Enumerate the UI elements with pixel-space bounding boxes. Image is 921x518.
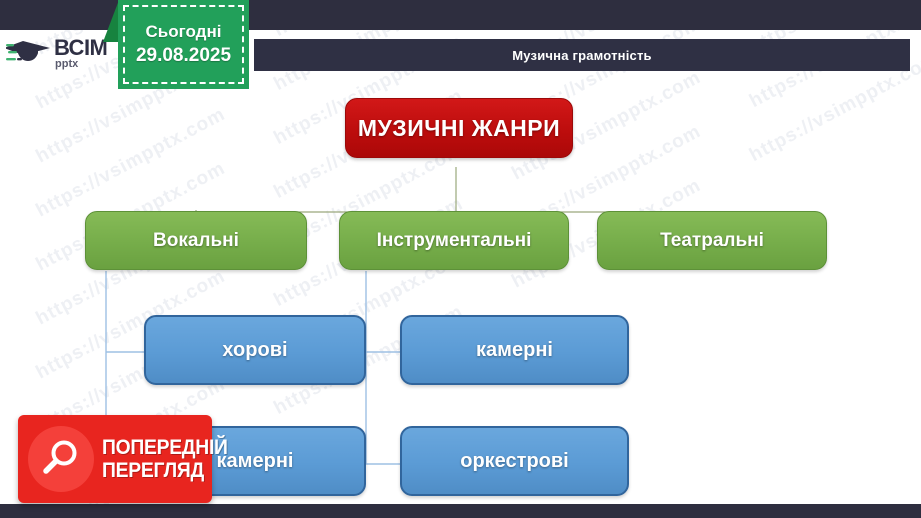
- node-label: оркестрові: [460, 449, 569, 472]
- bottom-bar: [0, 504, 921, 518]
- date-badge-value: 29.08.2025: [135, 44, 232, 66]
- date-badge: Сьогодні 29.08.2025: [118, 0, 249, 89]
- diagram-node-root[interactable]: МУЗИЧНІ ЖАНРИ: [345, 98, 573, 158]
- diagram-node-chamber-instrumental[interactable]: камерні: [400, 315, 629, 385]
- logo-text: ВСІМ pptx: [54, 35, 108, 71]
- preview-badge[interactable]: ПОПЕРЕДНІЙ ПЕРЕГЛЯД: [18, 415, 228, 503]
- diagram-node-instrumental[interactable]: Інструментальні: [339, 211, 569, 270]
- node-label: камерні: [476, 338, 553, 361]
- logo-brand: ВСІМ: [54, 35, 108, 60]
- page-title: Музична грамотність: [512, 47, 652, 63]
- node-label: Вокальні: [153, 229, 239, 251]
- node-label: МУЗИЧНІ ЖАНРИ: [357, 114, 561, 141]
- logo-subtitle: pptx: [55, 58, 79, 70]
- diagram-node-choral[interactable]: хорові: [144, 315, 366, 385]
- diagram-node-theatrical[interactable]: Театральні: [597, 211, 827, 270]
- header-title-bar: Музична грамотність: [254, 39, 910, 71]
- node-label: камерні: [216, 449, 294, 472]
- site-logo[interactable]: ВСІМ pptx: [4, 33, 124, 75]
- diagram-node-orchestral[interactable]: оркестрові: [400, 426, 629, 496]
- graduation-cap-icon: [4, 35, 52, 74]
- node-label: Театральні: [660, 229, 764, 251]
- node-label: хорові: [222, 338, 288, 361]
- preview-badge-line1: ПОПЕРЕДНІЙ: [102, 436, 228, 459]
- date-badge-label: Сьогодні: [145, 21, 222, 41]
- diagram-node-vocal[interactable]: Вокальні: [85, 211, 307, 270]
- node-label: Інструментальні: [376, 229, 532, 251]
- preview-badge-line2: ПЕРЕГЛЯД: [102, 459, 205, 482]
- preview-badge-text: ПОПЕРЕДНІЙ ПЕРЕГЛЯД: [102, 436, 239, 482]
- magnifier-icon: [28, 426, 94, 492]
